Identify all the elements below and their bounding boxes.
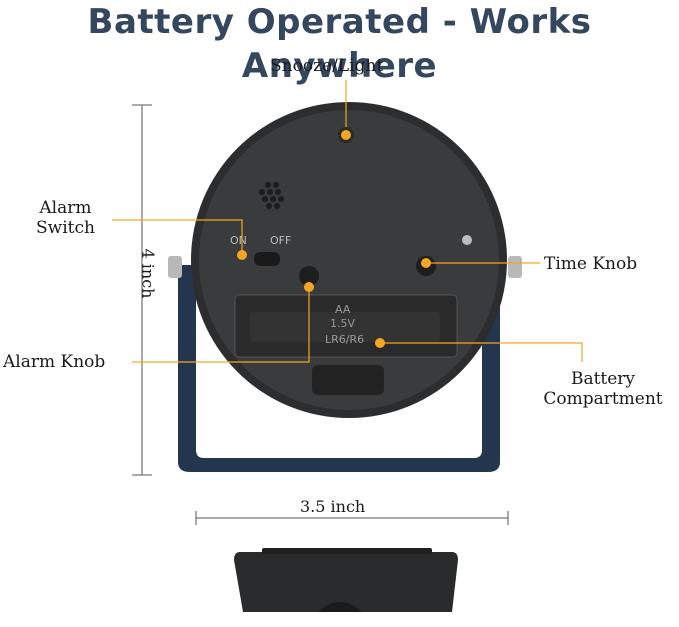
battery-label-line1: Battery [570,369,636,389]
battery-compartment-label: Battery Compartment [528,369,678,409]
switch-on-text: ON [230,234,247,247]
side-view-clock [234,552,458,612]
time-knob-label: Time Knob [544,254,638,274]
page-title: Battery Operated - Works Anywhere [87,2,592,86]
battery-latch [312,365,384,395]
battery-slot [250,312,440,342]
alarm-knob [299,266,319,286]
width-dimension-line [195,511,509,525]
alarm-switch [254,252,280,266]
screw [462,235,472,245]
alarm-switch-label-line2: Switch [36,218,95,238]
battery-label-line2: Compartment [543,389,663,409]
side-view-tab [318,602,362,612]
snooze-light-label: Snooze/Light [270,56,384,76]
side-view-top [262,548,432,554]
callout-lines [112,80,583,363]
speaker-grille [259,182,284,209]
height-dimension-label: 4 inch [138,248,158,299]
alarm-switch-label-line1: Alarm [39,198,92,218]
callout-dots [237,130,431,348]
height-dimension-line [132,104,152,476]
alarm-switch-label: Alarm Switch [36,198,95,238]
width-dimension-label: 3.5 inch [300,497,366,516]
battery-lr6-text: LR6/R6 [325,333,364,346]
battery-volt-text: 1.5V [330,317,355,330]
switch-off-text: OFF [270,234,291,247]
left-hinge [168,256,182,278]
right-hinge [508,256,522,278]
alarm-knob-label: Alarm Knob [3,352,106,372]
battery-aa-text: AA [335,303,351,316]
